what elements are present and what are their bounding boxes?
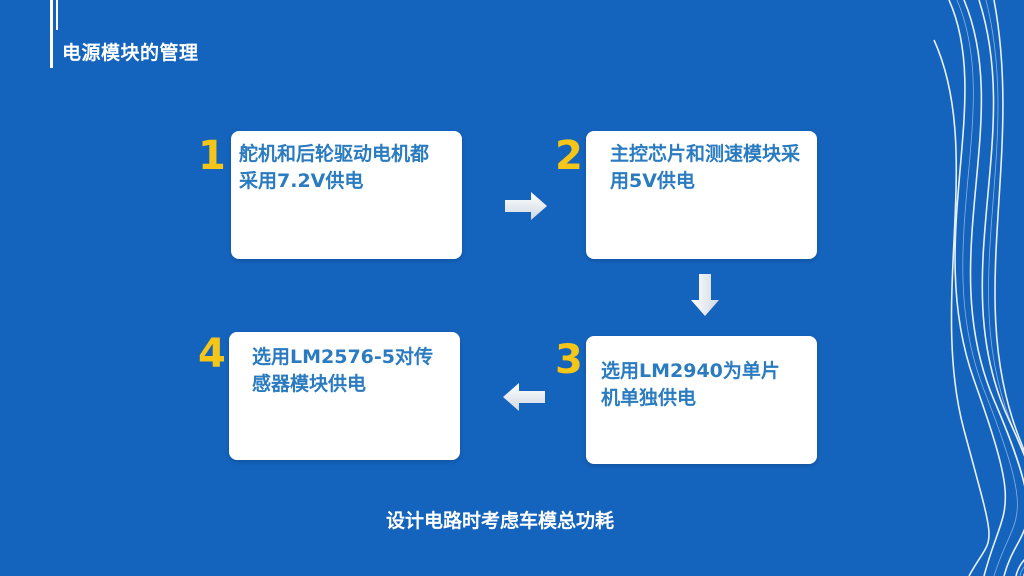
- step-card-4: 选用LM2576-5对传感器模块供电: [229, 332, 460, 460]
- step-number-3: 3: [555, 337, 583, 383]
- footer-note: 设计电路时考虑车模总功耗: [385, 510, 614, 532]
- arrow-right-icon: [505, 192, 547, 220]
- step-text-1: 舵机和后轮驱动电机都采用7.2V供电: [239, 143, 430, 192]
- step-card-2: 主控芯片和测速模块采用5V供电: [586, 131, 817, 259]
- step-text-3: 选用LM2940为单片机单独供电: [601, 360, 780, 409]
- step-card-3: 选用LM2940为单片机单独供电: [586, 336, 817, 464]
- step-number-2: 2: [555, 133, 583, 179]
- arrow-down-icon: [691, 274, 719, 316]
- step-number-1: 1: [198, 133, 226, 179]
- step-text-4: 选用LM2576-5对传感器模块供电: [252, 346, 434, 395]
- step-text-2: 主控芯片和测速模块采用5V供电: [610, 143, 801, 192]
- page-title: 电源模块的管理: [62, 42, 199, 64]
- step-card-1: 舵机和后轮驱动电机都采用7.2V供电: [231, 131, 462, 259]
- arrow-left-icon: [503, 383, 545, 411]
- decorative-lines: [933, 0, 1024, 576]
- title-accent-bar: [50, 0, 53, 68]
- title-accent-bar-small: [56, 0, 58, 30]
- step-number-4: 4: [198, 331, 226, 377]
